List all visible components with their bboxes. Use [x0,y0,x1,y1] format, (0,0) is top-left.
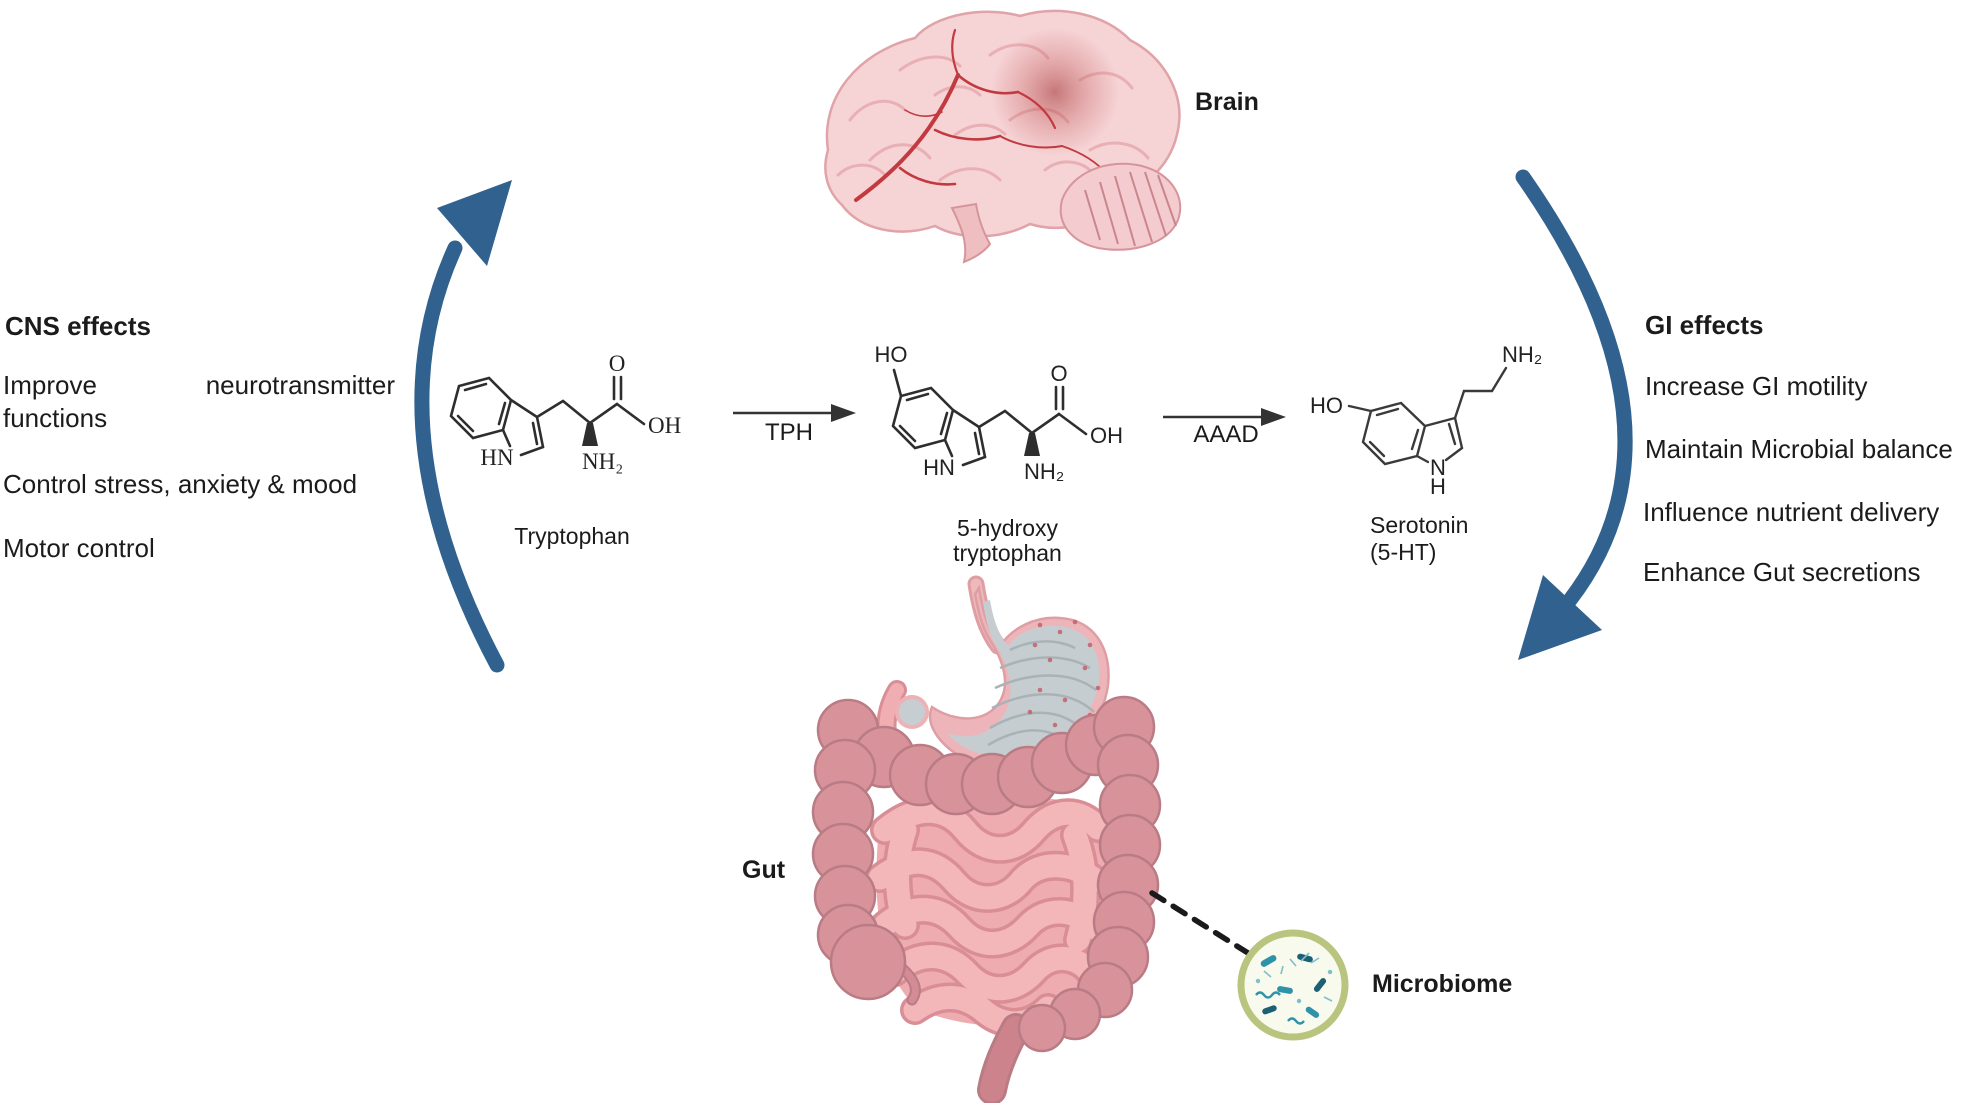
tryptophan-o-label: O [609,351,626,376]
large-intestine [811,695,1162,1103]
brainstem [950,202,992,264]
5htp-label: 5-hydroxy tryptophan [940,516,1075,566]
serotonin-structure: HO N H NH₂ [1310,342,1542,499]
serotonin-nh2-label: NH₂ [1502,342,1542,367]
up-arrowhead [437,180,512,266]
brain-label: Brain [1195,88,1259,116]
gi-item-microbial-balance: Maintain Microbial balance [1645,434,1953,464]
5htp-o-label: O [1050,361,1067,386]
gi-item-motility: Increase GI motility [1645,371,1868,401]
aaad-enzyme-label: AAAD [1193,421,1259,448]
microbes [1255,952,1333,1025]
aaad-reaction-arrow [1163,408,1286,426]
gut-to-brain-arrow [414,180,512,673]
serotonin-h-label: H [1430,474,1446,499]
5htp-ho-label: HO [875,342,908,367]
tryptophan-oh-label: OH [648,413,681,438]
cns-item1-line2: functions [3,403,108,433]
serotonin-n-label: N [1430,455,1446,480]
serotonin-ho-label: HO [1310,393,1343,418]
brain-highlight-spot [991,28,1119,156]
cns-item1-word1: Improve [3,370,97,400]
5htp-nh2-label: NH₂ [1024,459,1064,484]
gut-illustration [811,575,1162,1103]
serotonin-label: Serotonin (5-HT) [1370,512,1468,566]
tryptophan-structure: O OH HN NH₂ [449,351,681,474]
gut-label: Gut [742,856,786,884]
cns-item-neurotransmitter: Improve neurotransmitter [3,370,395,401]
5htp-oh-label: OH [1090,423,1123,448]
5htp-label-line2: tryptophan [953,540,1062,566]
down-arrowhead [1518,575,1602,660]
cns-item1-word2: neurotransmitter [205,370,395,400]
cerebellum-striations [1084,171,1177,247]
brain-arteries [854,28,1109,202]
tph-reaction-arrow [733,404,856,422]
pylorus [895,695,929,729]
serotonin-label-line1: Serotonin [1370,512,1469,538]
brain-to-gut-arrow [1515,169,1633,660]
cns-effects-title: CNS effects [5,311,151,341]
tph-enzyme-label: TPH [765,419,813,446]
cns-item-stress: Control stress, anxiety & mood [3,469,358,499]
5htp-label-line1: 5-hydroxy [957,515,1058,541]
microbiome-connector-line [1149,890,1251,956]
cns-item-motor: Motor control [3,533,155,563]
5htp-structure: HO O OH HN NH₂ [875,342,1124,484]
brain-illustration [824,9,1182,264]
brain-gyri [836,43,1150,182]
5htp-hn-label: HN [923,455,955,480]
gi-item-gut-secretions: Enhance Gut secretions [1643,557,1921,587]
small-intestine [865,796,1113,1038]
gi-item-nutrient-delivery: Influence nutrient delivery [1643,497,1940,527]
gi-effects-title: GI effects [1645,310,1764,340]
microbiome-illustration [1237,929,1349,1041]
serotonin-label-line2: (5-HT) [1370,539,1437,565]
tryptophan-nh2-label: NH₂ [582,449,623,474]
microbiome-label: Microbiome [1372,970,1513,998]
cecum [829,923,907,1001]
tryptophan-label: Tryptophan [514,523,630,549]
cerebellum [1059,162,1182,251]
tryptophan-hn-label: HN [480,445,514,470]
